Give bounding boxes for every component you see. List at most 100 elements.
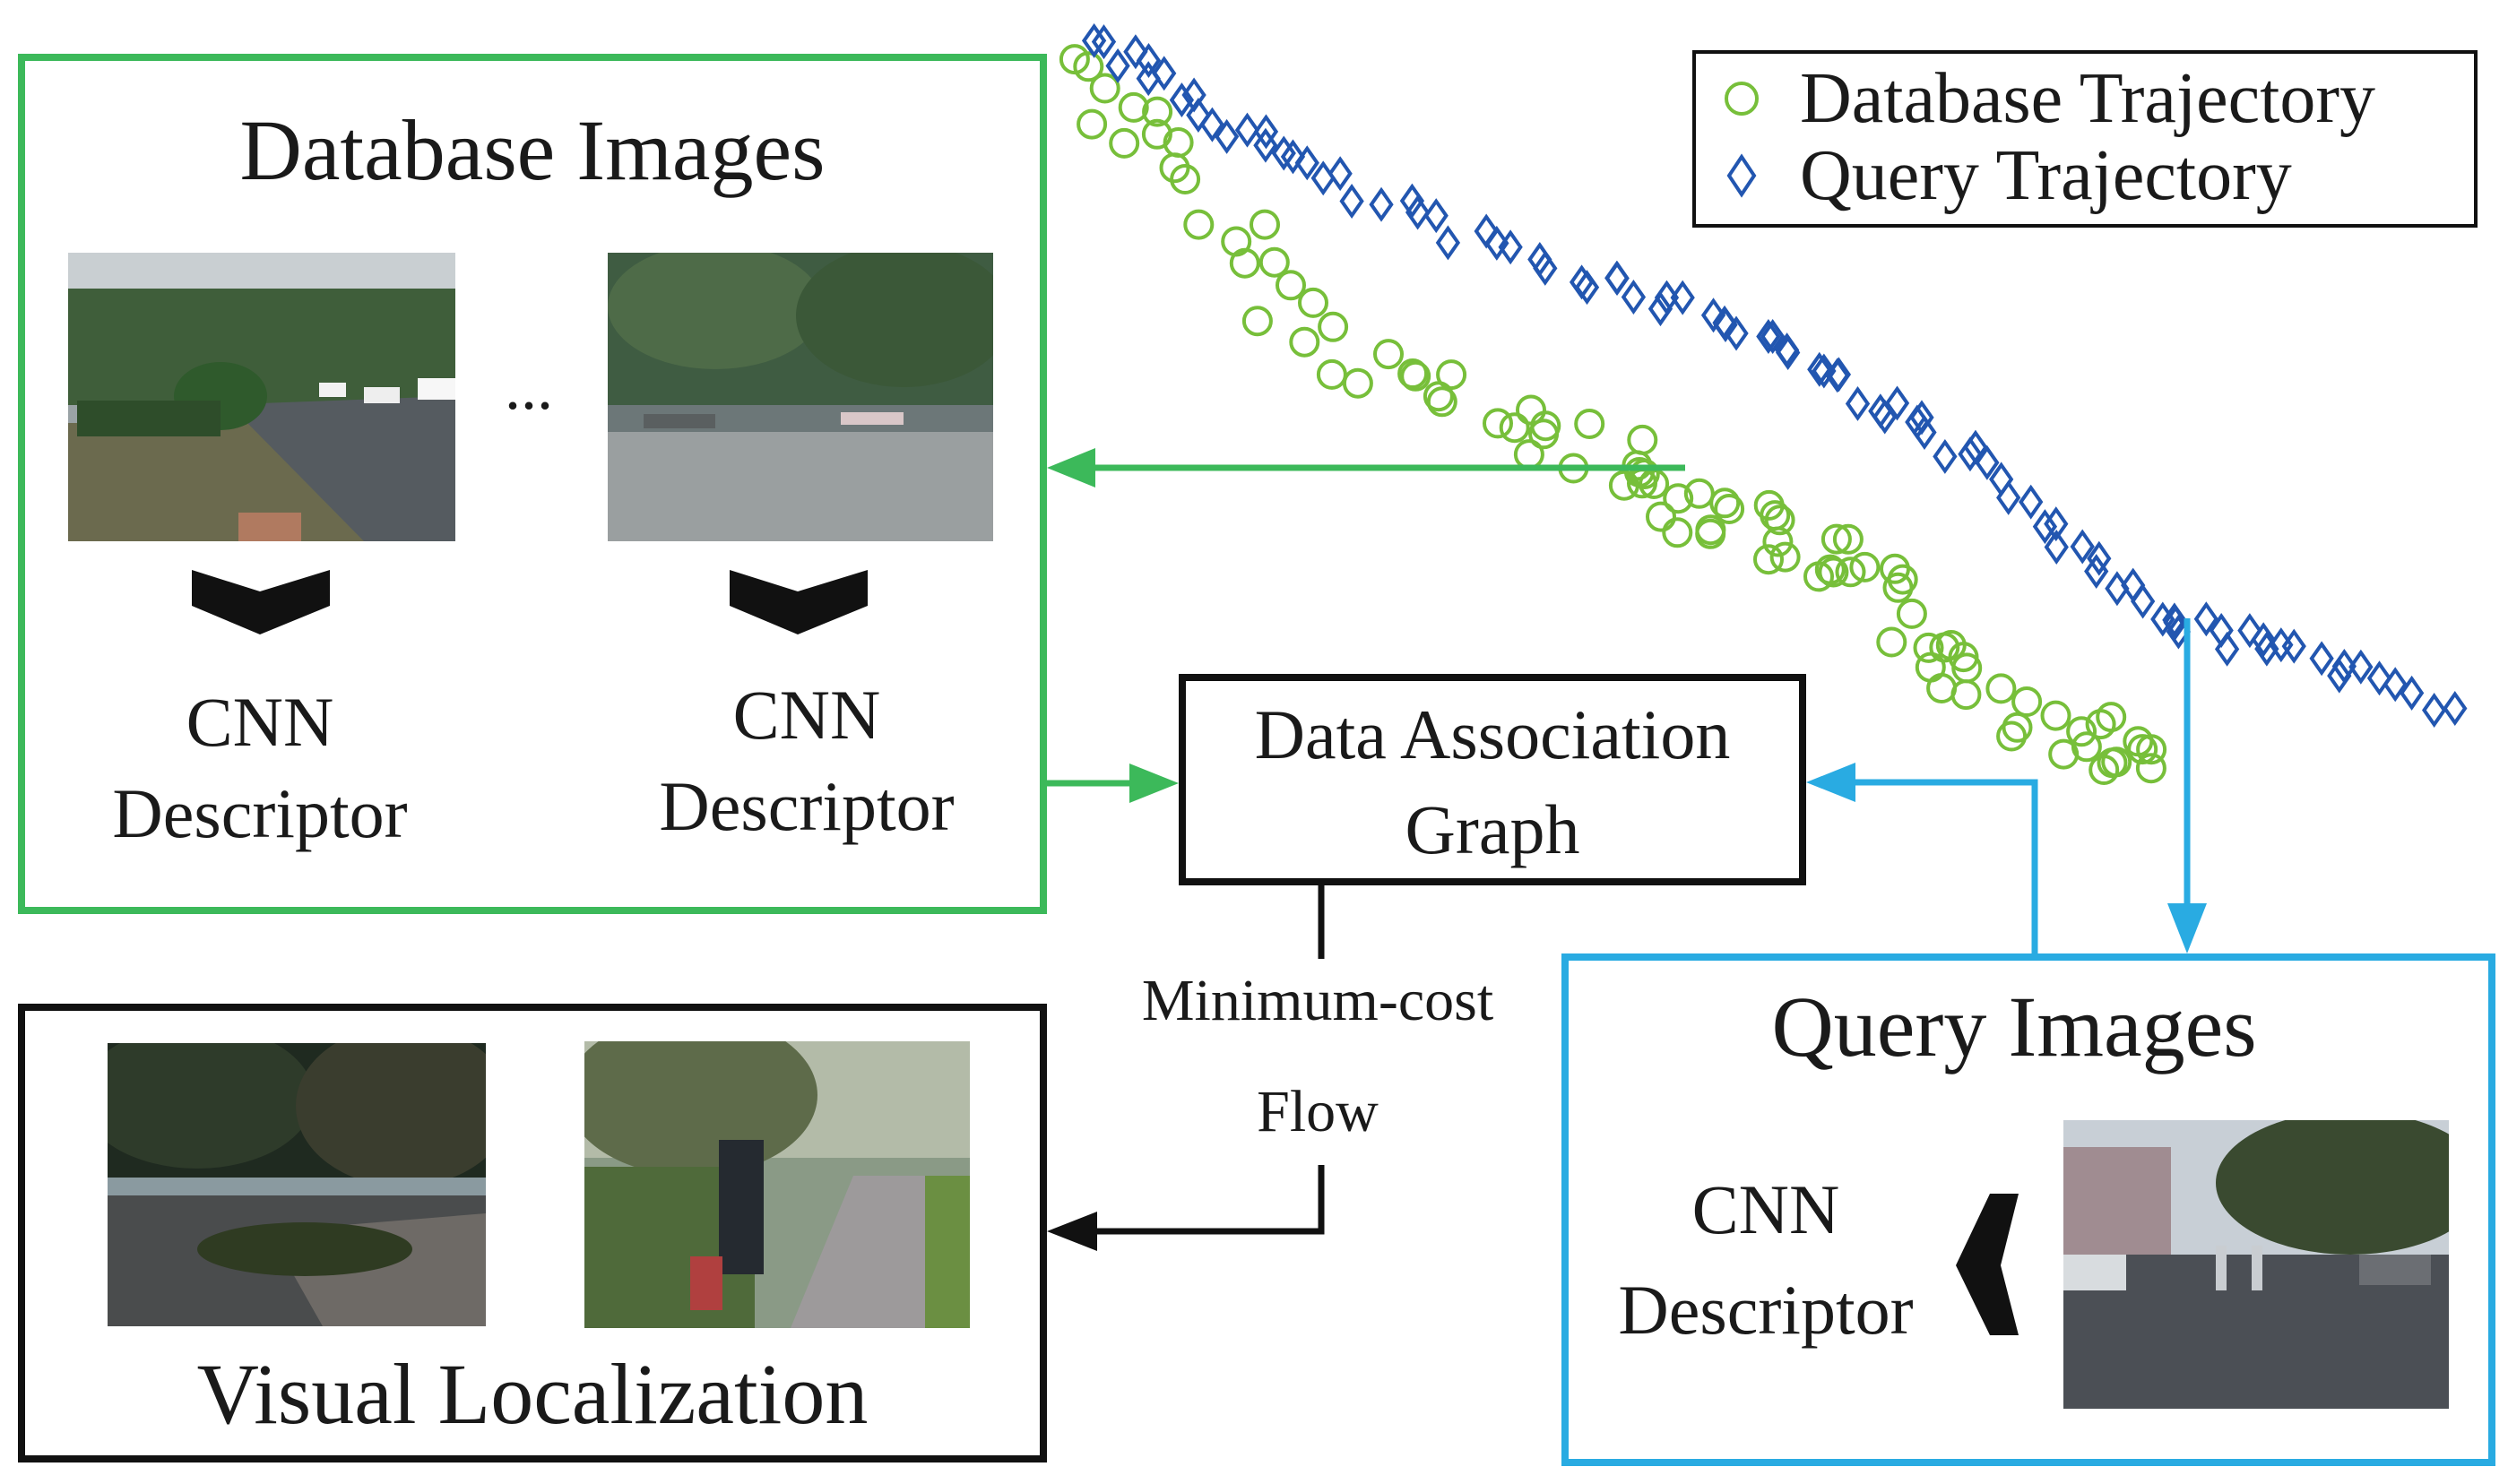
query-descriptor-line1: CNN bbox=[1691, 1170, 1840, 1248]
query-trajectory-marker bbox=[1975, 444, 2000, 480]
query-trajectory-marker bbox=[2251, 622, 2276, 658]
database-ellipsis: ... bbox=[505, 351, 553, 423]
database-images-panel bbox=[18, 54, 1047, 914]
database-trajectory-marker bbox=[2002, 712, 2033, 743]
chevron-down-icon bbox=[192, 570, 330, 634]
query-trajectory-marker bbox=[1484, 225, 1509, 261]
query-trajectory-marker bbox=[2044, 506, 2069, 542]
database-trajectory-marker bbox=[1820, 523, 1852, 555]
query-trajectory-marker bbox=[2070, 529, 2095, 565]
database-trajectory-marker bbox=[2040, 700, 2071, 731]
query-images-title: Query Images bbox=[1771, 979, 2257, 1074]
database-trajectory-marker bbox=[1663, 483, 1694, 514]
query-trajectory-marker bbox=[1812, 353, 1837, 389]
query-trajectory-marker bbox=[1152, 56, 1177, 91]
database-trajectory-marker bbox=[1373, 339, 1404, 370]
query-to-graph-arrow bbox=[1806, 763, 2038, 953]
database-trajectory-marker bbox=[1764, 505, 1795, 536]
query-trajectory-marker bbox=[1604, 260, 1630, 296]
query-trajectory-marker bbox=[1724, 315, 1749, 351]
database-trajectory-marker bbox=[2071, 731, 2102, 763]
query-trajectory-marker bbox=[2331, 648, 2357, 684]
query-trajectory-marker bbox=[2130, 583, 2156, 619]
data-association-graph-box bbox=[1179, 674, 1806, 885]
query-descriptor-line2: Descriptor bbox=[1618, 1271, 1914, 1349]
query-trajectory-marker bbox=[2019, 484, 2044, 520]
query-trajectory-marker bbox=[2193, 601, 2218, 637]
query-trajectory-marker bbox=[1807, 351, 1832, 387]
database-descriptor-left-line1: CNN bbox=[186, 683, 334, 761]
query-trajectory-marker bbox=[1845, 385, 1871, 421]
query-images-panel bbox=[1561, 953, 2495, 1466]
database-trajectory-marker bbox=[1342, 367, 1373, 399]
database-trajectory-marker bbox=[1709, 487, 1741, 519]
database-trajectory-marker bbox=[1814, 554, 1846, 585]
database-trajectory-marker bbox=[1769, 541, 1801, 573]
query-trajectory-marker bbox=[1105, 47, 1130, 83]
database-trajectory-marker bbox=[1183, 209, 1215, 240]
legend-query-entry: Query Trajectory bbox=[1710, 140, 2292, 211]
database-trajectory-marker bbox=[1818, 556, 1849, 588]
database-trajectory-marker bbox=[1298, 287, 1328, 318]
database-trajectory-marker bbox=[1499, 412, 1530, 444]
query-trajectory-marker bbox=[1884, 385, 1910, 421]
query-trajectory-marker bbox=[2214, 631, 2240, 667]
database-trajectory-marker bbox=[1241, 306, 1273, 337]
database-trajectory-marker bbox=[1985, 673, 2017, 704]
query-trajectory-marker bbox=[2084, 554, 2109, 590]
circle-marker-icon bbox=[1710, 67, 1773, 130]
database-trajectory-marker bbox=[1950, 679, 1982, 711]
database-trajectory-markers bbox=[1059, 44, 2167, 785]
query-trajectory-marker bbox=[1405, 194, 1431, 230]
database-trajectory-marker bbox=[2066, 716, 2097, 747]
database-descriptor-left-line2: Descriptor bbox=[112, 774, 408, 852]
query-trajectory-marker bbox=[1760, 319, 1786, 354]
database-image-left bbox=[68, 253, 455, 541]
legend-box bbox=[1692, 50, 2478, 228]
query-trajectory-marker bbox=[1604, 260, 1630, 296]
database-trajectory-marker bbox=[1318, 311, 1349, 342]
query-trajectory-marker bbox=[2383, 667, 2408, 703]
database-trajectory-marker bbox=[2135, 753, 2166, 784]
query-trajectory-marker bbox=[1647, 291, 1673, 327]
database-trajectory-marker bbox=[1849, 551, 1881, 582]
database-trajectory-marker bbox=[1141, 118, 1172, 150]
query-trajectory-marker bbox=[1186, 97, 1211, 133]
legend-database-entry: Database Trajectory bbox=[1710, 63, 2375, 134]
query-image bbox=[2063, 1120, 2449, 1409]
database-trajectory-marker bbox=[1835, 556, 1866, 588]
chevron-left-icon bbox=[1956, 1194, 2019, 1335]
query-trajectory-marker bbox=[1958, 436, 1983, 472]
query-trajectory-marker bbox=[1253, 127, 1278, 163]
database-trajectory-marker bbox=[1574, 409, 1605, 439]
visual-localization-panel bbox=[18, 1004, 1047, 1462]
query-trajectory-marker bbox=[1091, 24, 1117, 60]
database-descriptor-right-line2: Descriptor bbox=[659, 767, 955, 845]
query-trajectory-marker bbox=[2281, 628, 2306, 664]
query-trajectory-marker bbox=[1700, 298, 1726, 333]
database-trajectory-marker bbox=[1876, 626, 1907, 658]
legend-database-label: Database Trajectory bbox=[1800, 59, 2376, 138]
database-trajectory-marker bbox=[1760, 500, 1791, 531]
query-trajectory-marker bbox=[1574, 270, 1600, 306]
query-trajectory-marker bbox=[1933, 438, 1958, 474]
database-trajectory-marker bbox=[1832, 523, 1864, 555]
database-trajectory-marker bbox=[1159, 152, 1190, 184]
database-trajectory-marker bbox=[1059, 44, 1090, 75]
database-trajectory-marker bbox=[2011, 686, 2043, 717]
query-trajectory-marker bbox=[2422, 692, 2447, 728]
visual-localization-title: Visual Localization bbox=[196, 1346, 869, 1442]
query-trajectory-marker bbox=[1339, 183, 1364, 219]
query-trajectory-marker bbox=[1776, 335, 1801, 371]
database-trajectory-marker bbox=[1109, 127, 1140, 159]
flow-label-line1: Minimum-cost bbox=[1141, 968, 1494, 1033]
query-trajectory-marker bbox=[1294, 145, 1319, 181]
database-to-graph-arrow bbox=[1047, 764, 1179, 803]
query-trajectory-marker bbox=[1214, 118, 1240, 154]
database-images-title: Database Images bbox=[239, 102, 826, 198]
query-trajectory-marker bbox=[2237, 613, 2262, 649]
database-trajectory-marker bbox=[1683, 478, 1715, 509]
query-trajectory-marker bbox=[1136, 43, 1162, 78]
trajectory-to-query-arrow bbox=[2167, 618, 2207, 953]
